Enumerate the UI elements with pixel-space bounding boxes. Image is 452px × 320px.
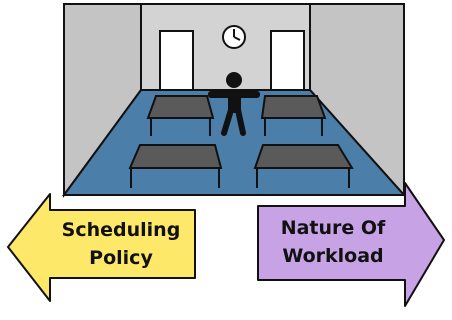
room-outline <box>63 3 405 196</box>
table-icon <box>146 95 215 136</box>
left-arrow-label-line1: Scheduling <box>62 219 181 241</box>
nature-of-workload-arrow: Nature Of Workload <box>257 182 445 307</box>
scheduling-policy-arrow: Scheduling Policy <box>7 193 196 302</box>
table-icon <box>253 144 354 188</box>
table-icon <box>260 95 327 136</box>
clock-icon <box>222 25 246 49</box>
door-icon <box>159 30 194 91</box>
right-arrow-label-line2: Workload <box>282 245 383 267</box>
table-icon <box>128 144 223 188</box>
right-arrow-label-line1: Nature Of <box>281 217 386 239</box>
left-arrow-shape <box>7 193 196 302</box>
left-arrow-label-line2: Policy <box>89 247 153 269</box>
person-icon <box>208 72 260 136</box>
door-icon <box>270 30 305 91</box>
right-arrow-shape <box>257 182 445 307</box>
